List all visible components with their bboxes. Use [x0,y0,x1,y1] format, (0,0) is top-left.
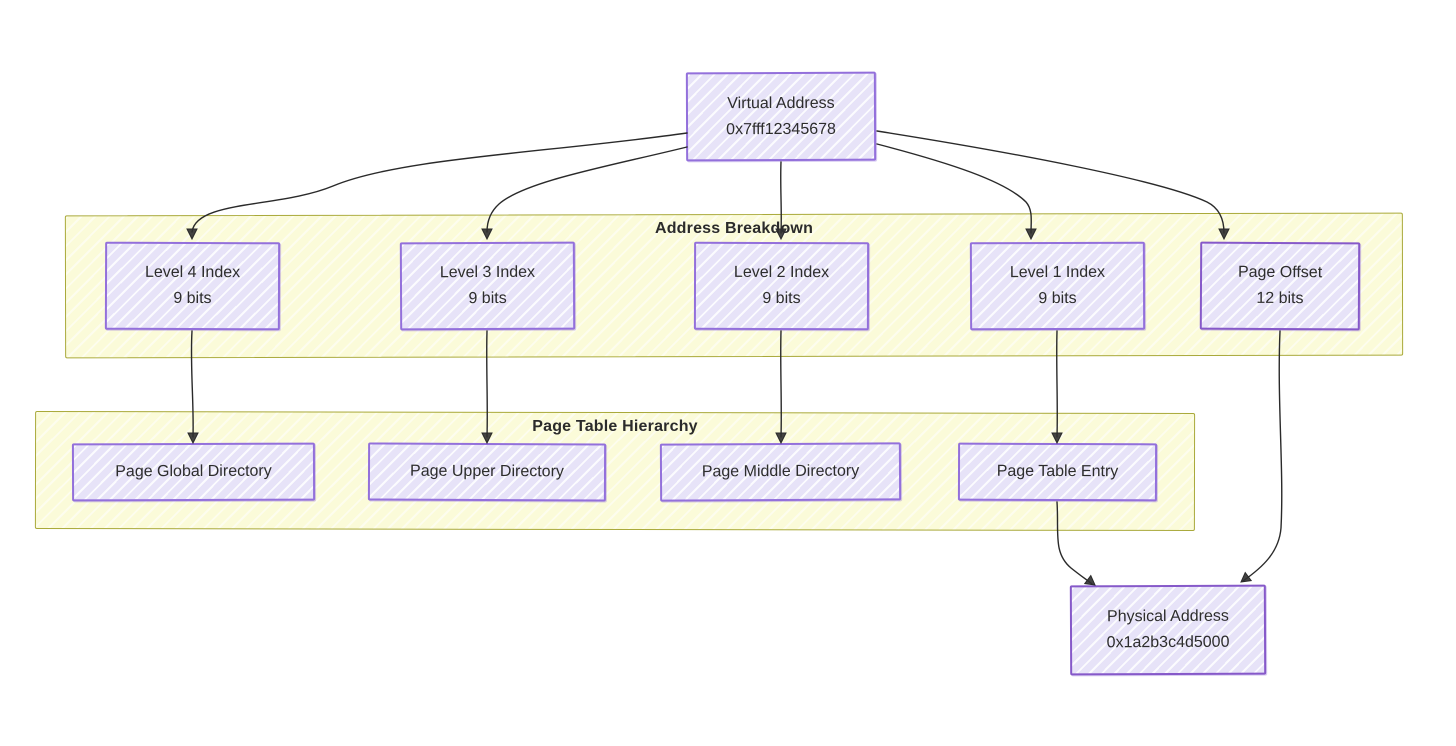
node-label: Level 4 Index [144,263,241,282]
node-sublabel: 12 bits [1256,289,1304,308]
node-label: Level 1 Index [1009,263,1106,282]
arrow-pageoffset-to-physical [1242,330,1283,582]
node-page-upper-directory: Page Upper Directory [367,442,607,502]
node-label: Page Table Entry [996,462,1119,481]
node-label: Page Offset [1237,263,1323,282]
node-label: Page Global Directory [115,462,272,481]
node-physical-address: Physical Address 0x1a2b3c4d5000 [1069,584,1267,676]
node-label: Level 3 Index [439,263,536,282]
node-level-4-index: Level 4 Index 9 bits [104,241,281,331]
node-sublabel: 9 bits [762,289,801,308]
node-sublabel: 9 bits [173,289,212,308]
arrowhead-physical-left [1083,574,1096,586]
node-page-offset: Page Offset 12 bits [1199,241,1361,331]
node-level-2-index: Level 2 Index 9 bits [693,241,870,331]
node-page-table-entry: Page Table Entry [957,442,1158,502]
node-sublabel: 9 bits [468,289,507,308]
node-sublabel: 0x1a2b3c4d5000 [1106,633,1230,652]
node-sublabel: 0x7fff12345678 [726,120,836,138]
arrowhead-physical-right [1240,571,1253,583]
node-label: Physical Address [1106,607,1229,626]
node-label: Virtual Address [727,94,835,112]
node-label: Page Upper Directory [410,462,564,481]
node-page-middle-directory: Page Middle Directory [659,442,902,502]
node-page-global-directory: Page Global Directory [71,442,316,502]
node-level-1-index: Level 1 Index 9 bits [969,241,1146,331]
node-level-3-index: Level 3 Index 9 bits [399,241,576,331]
node-virtual-address: Virtual Address 0x7fff12345678 [685,71,877,162]
band-title-address-breakdown: Address Breakdown [654,220,814,237]
node-label: Page Middle Directory [701,462,860,481]
band-title-page-table-hierarchy: Page Table Hierarchy [532,418,698,435]
node-label: Level 2 Index [733,263,830,282]
node-sublabel: 9 bits [1038,289,1077,308]
